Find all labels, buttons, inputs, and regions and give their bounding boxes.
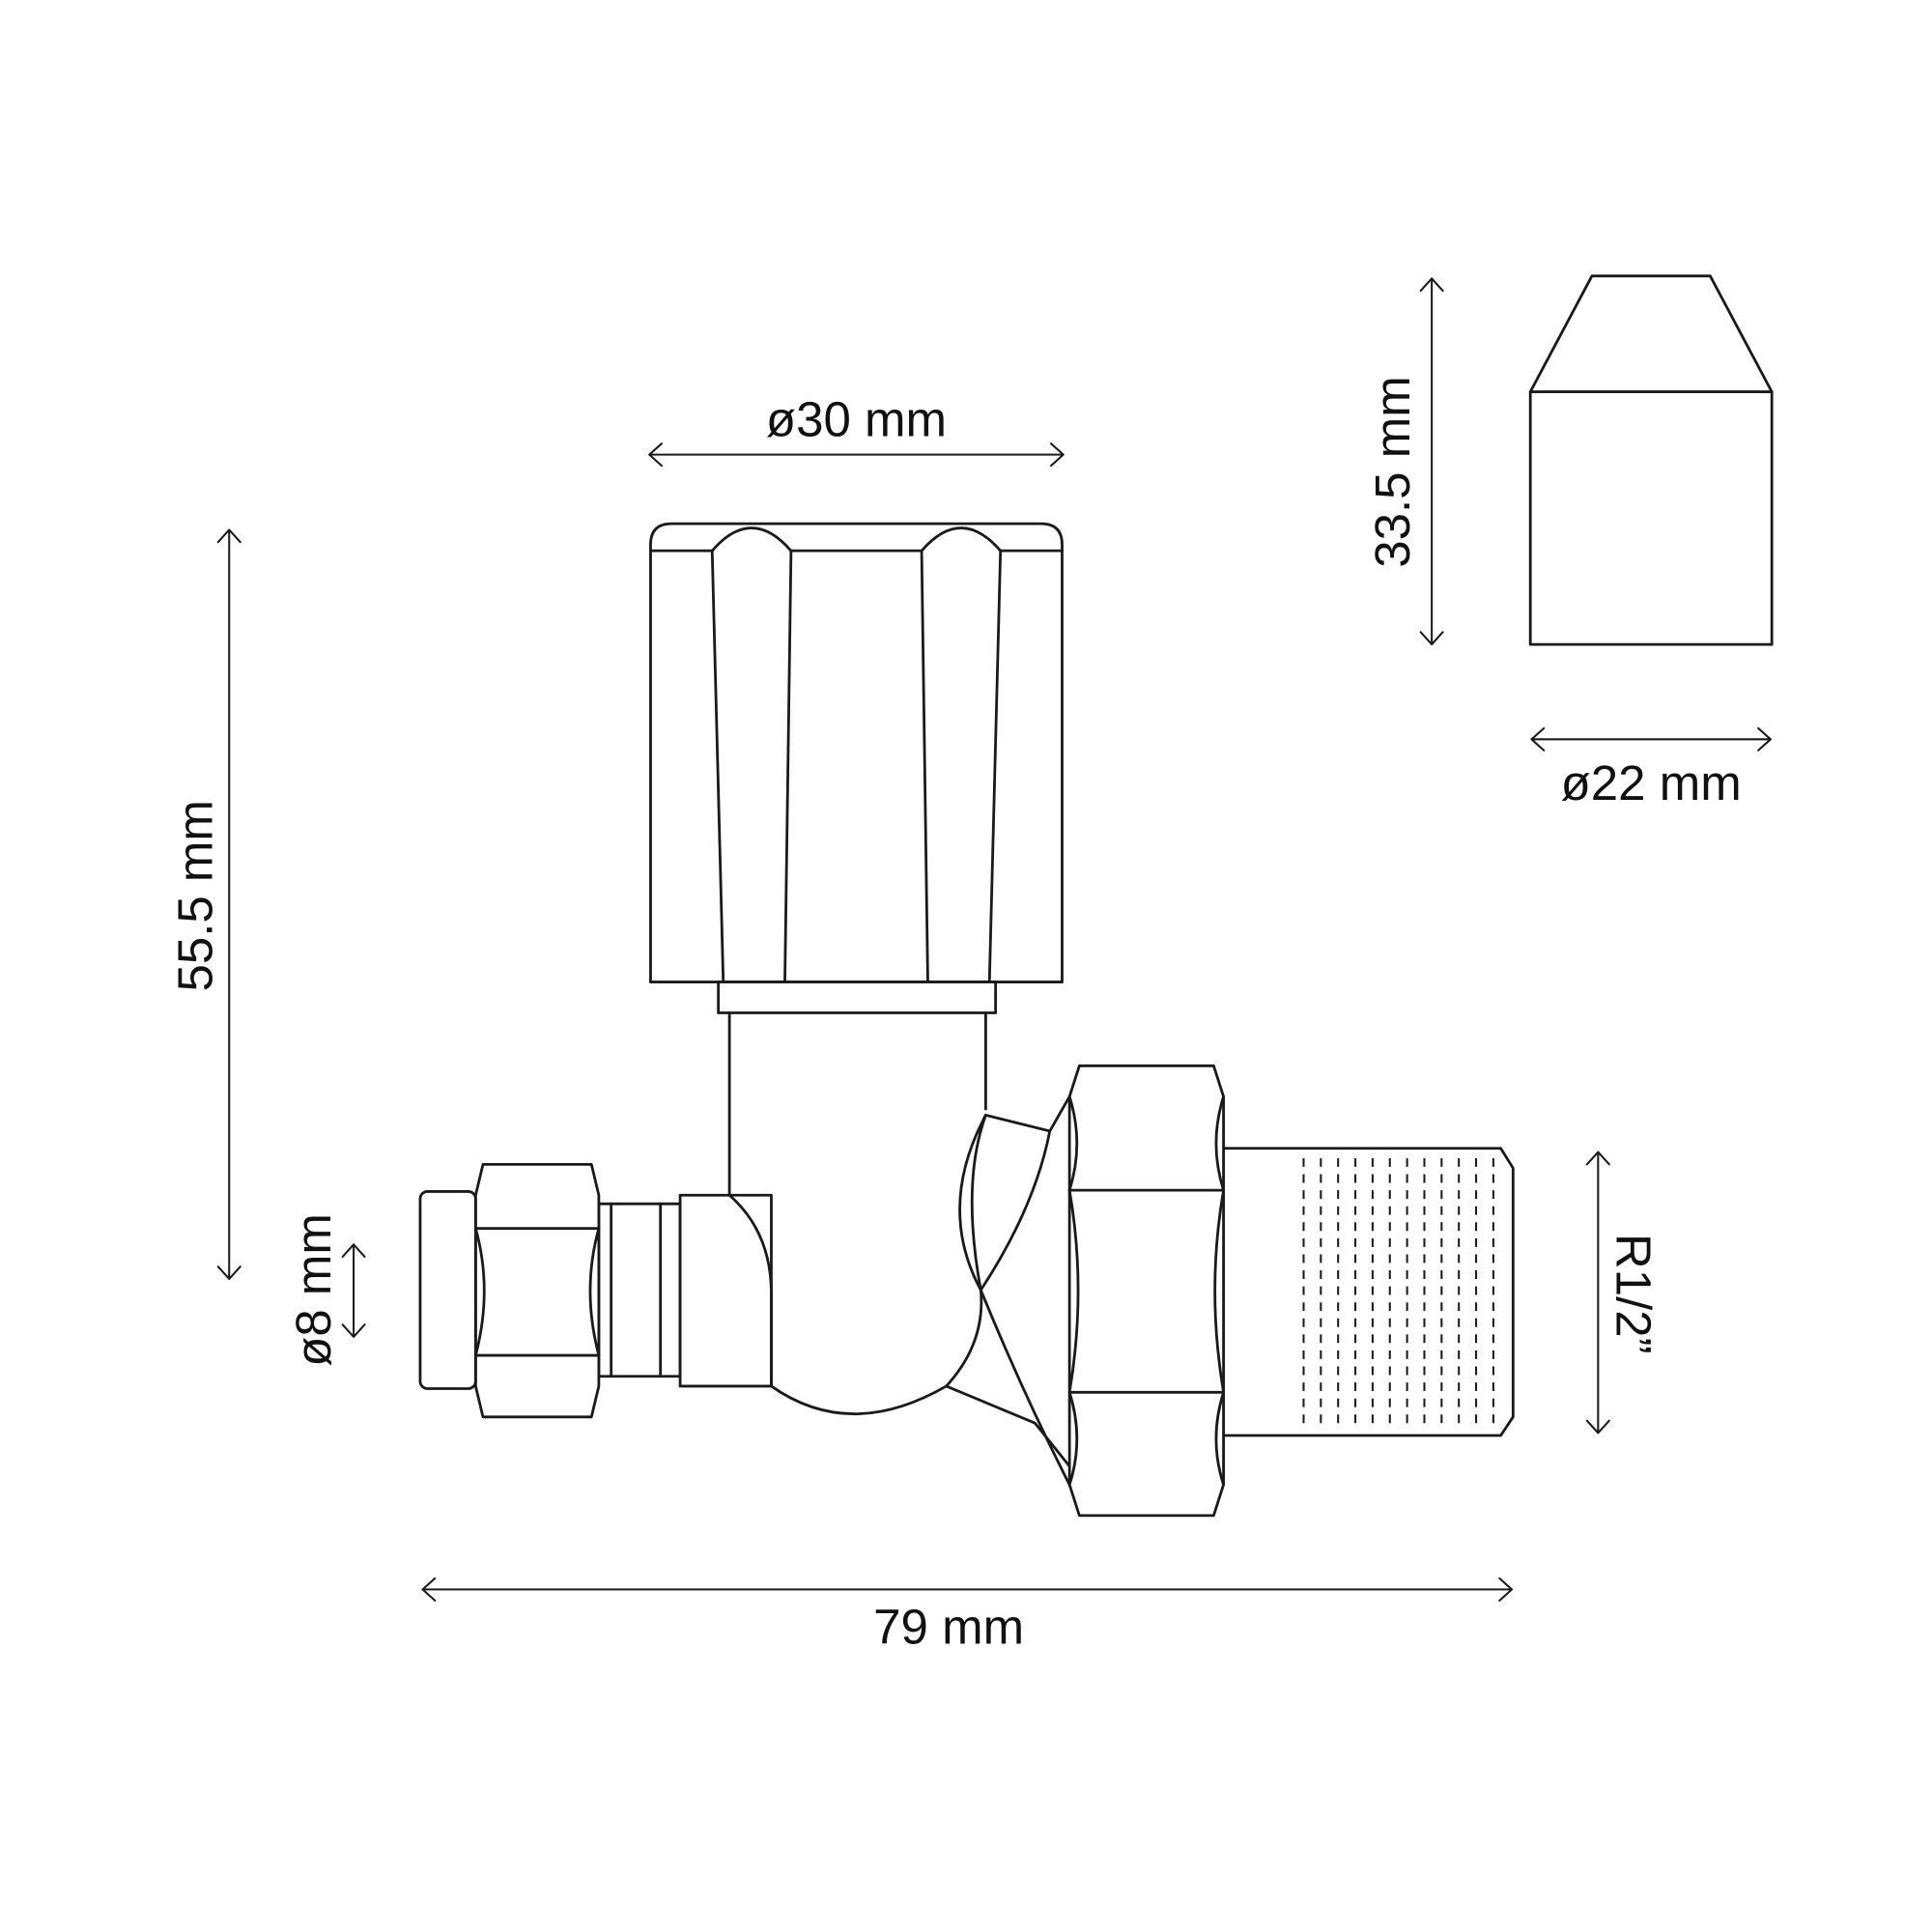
- label-cap-diameter: ø22 mm: [1561, 755, 1742, 810]
- valve-handle: [649, 522, 1064, 983]
- dimension-cap-height: 33.5 mm: [1365, 277, 1444, 646]
- label-cap-height: 33.5 mm: [1365, 376, 1420, 567]
- threaded-tail: [1222, 1147, 1515, 1437]
- dimension-pipe-diameter: ø8 mm: [286, 1213, 366, 1367]
- dimension-total-length: 79 mm: [421, 1577, 1514, 1655]
- label-total-height: 55.5 mm: [167, 800, 222, 991]
- dimension-thread-size: R1/2”: [1585, 1151, 1661, 1435]
- label-total-length: 79 mm: [873, 1600, 1024, 1655]
- valve-body: [678, 1011, 1071, 1487]
- dimension-cap-diameter: ø22 mm: [1530, 726, 1772, 810]
- label-pipe-diameter: ø8 mm: [286, 1213, 341, 1367]
- valve-cap: [1528, 274, 1774, 646]
- valve-collar: [717, 980, 998, 1014]
- compression-nut-left: [418, 1162, 682, 1419]
- union-nut-right: [1067, 1064, 1225, 1518]
- label-handle-diameter: ø30 mm: [766, 392, 947, 447]
- dimension-handle-diameter: ø30 mm: [648, 392, 1065, 468]
- label-thread-size: R1/2”: [1605, 1234, 1661, 1354]
- dimension-total-height: 55.5 mm: [167, 528, 242, 1280]
